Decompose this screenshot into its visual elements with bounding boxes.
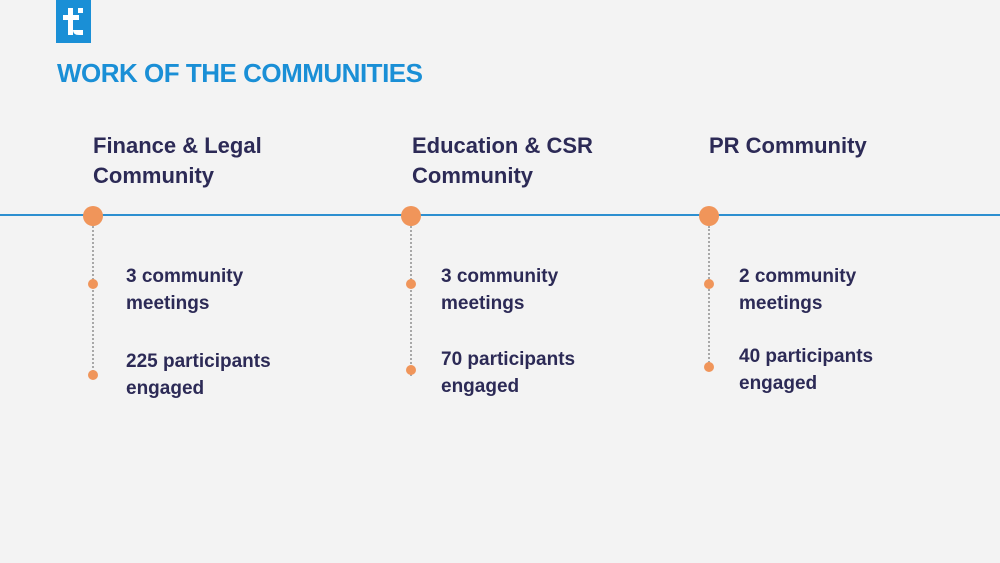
stat-bullet (704, 279, 714, 289)
community-heading: Education & CSR Community (412, 133, 593, 188)
stat-participants: 40 participants engaged (739, 346, 874, 394)
timeline-line (0, 214, 1000, 216)
stat-participants: 70 participants engaged (441, 349, 576, 397)
community-heading: PR Community (709, 133, 867, 158)
stat-bullet (88, 279, 98, 289)
stat-participants: 225 participants engaged (126, 351, 271, 399)
community-heading: Finance & Legal Community (93, 133, 262, 188)
timeline-node (401, 206, 421, 226)
timeline-connector (410, 226, 412, 376)
stat-bullet (704, 362, 714, 372)
brand-logo-icon (56, 0, 91, 43)
page-title: WORK OF THE COMMUNITIES (57, 58, 423, 88)
timeline-node (83, 206, 103, 226)
timeline-node (699, 206, 719, 226)
stat-meetings: 3 community meetings (126, 266, 244, 314)
stat-bullet (406, 279, 416, 289)
timeline-connector (708, 226, 710, 366)
timeline-connector (92, 226, 94, 376)
stat-bullet (88, 370, 98, 380)
stat-bullet (406, 365, 416, 375)
stat-meetings: 2 community meetings (739, 266, 857, 314)
stat-meetings: 3 community meetings (441, 266, 559, 314)
